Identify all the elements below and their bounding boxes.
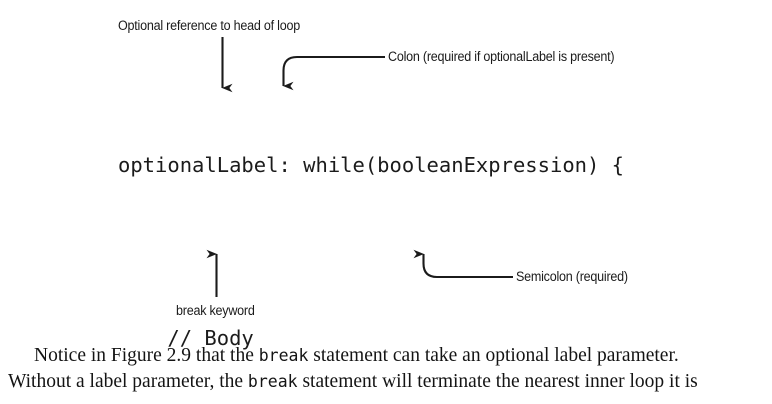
- body-paragraph: Notice in Figure 2.9 that the break stat…: [8, 343, 772, 395]
- body-line-2-tail: statement will terminate the nearest inn…: [297, 371, 698, 392]
- body-line-1-lead: Notice in Figure 2.9 that the: [34, 345, 259, 366]
- body-line-2-lead: Without a label parameter, the: [8, 371, 248, 392]
- body-line-2-code: break: [247, 372, 298, 391]
- code-line-0: optionalLabel: while(booleanExpression) …: [118, 153, 625, 177]
- code-snippet: optionalLabel: while(booleanExpression) …: [118, 88, 624, 404]
- annotation-semicolon: Semicolon (required): [516, 269, 628, 284]
- annotation-break-keyword: break keyword: [176, 303, 255, 318]
- body-line-1-code: break: [258, 346, 309, 365]
- code-line-1: [118, 243, 624, 261]
- annotation-head-of-loop: Optional reference to head of loop: [118, 18, 300, 33]
- arrow-colon: [282, 55, 385, 91]
- body-line-1: Notice in Figure 2.9 that the break stat…: [8, 343, 772, 369]
- annotation-colon: Colon (required if optionalLabel is pres…: [388, 49, 615, 64]
- code-line-2: // Body: [118, 326, 254, 350]
- body-line-2: Without a label parameter, the break sta…: [8, 369, 772, 395]
- body-line-1-tail: statement can take an optional label par…: [308, 345, 679, 366]
